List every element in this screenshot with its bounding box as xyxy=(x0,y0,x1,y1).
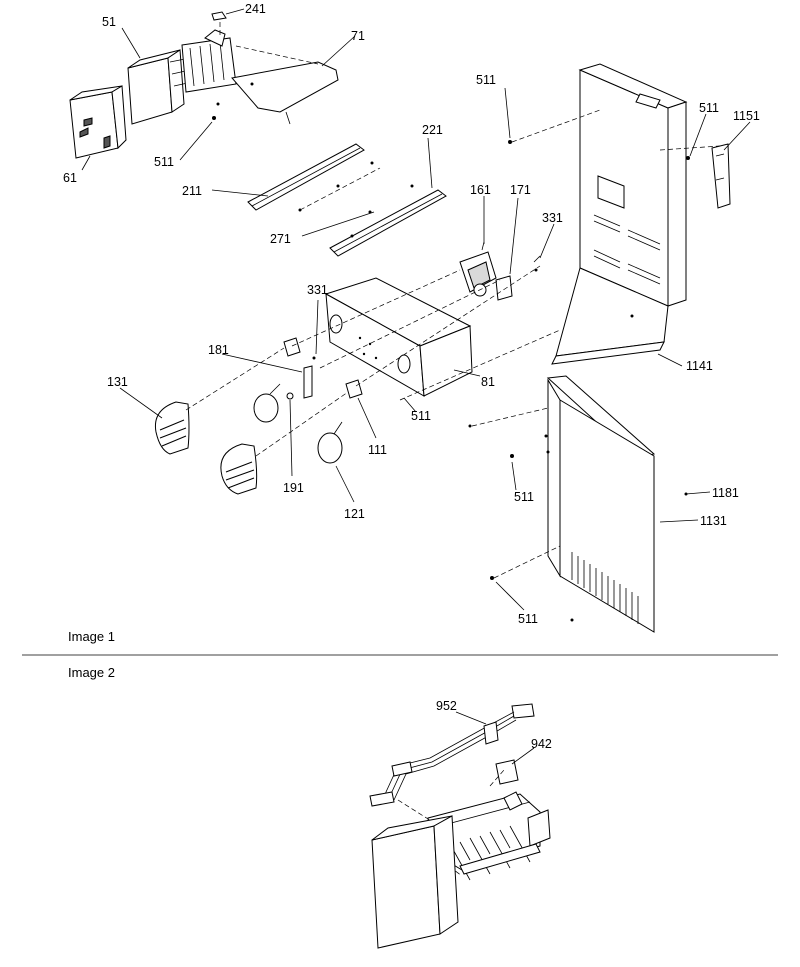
ice-maker-assembly xyxy=(127,22,237,125)
label-511: 511 xyxy=(514,490,534,504)
label-211: 211 xyxy=(182,184,202,198)
housing-81 xyxy=(324,277,473,397)
motor-161 xyxy=(459,241,497,297)
panel-1131 xyxy=(546,375,656,633)
label-1151: 1151 xyxy=(733,109,760,123)
leader-942 xyxy=(511,747,535,765)
label-121: 121 xyxy=(344,507,365,521)
label-61: 61 xyxy=(63,171,77,185)
label-161: 161 xyxy=(470,183,491,197)
label-1131: 1131 xyxy=(700,514,727,528)
label-81: 81 xyxy=(481,375,495,389)
light-cover-131 xyxy=(154,401,190,455)
label-511: 511 xyxy=(476,73,496,87)
screw-511 xyxy=(686,156,690,160)
label-51: 51 xyxy=(102,15,116,29)
connector-942 xyxy=(495,759,519,785)
screw-511 xyxy=(508,140,512,144)
wire-harness-952 xyxy=(369,703,535,807)
label-952: 952 xyxy=(436,699,457,713)
light-cover-right xyxy=(220,443,258,495)
screw-191 xyxy=(286,392,294,400)
caption-image-1: Image 1 xyxy=(68,629,115,644)
label-511: 511 xyxy=(699,101,719,115)
label-1141: 1141 xyxy=(686,359,713,373)
bulb-left xyxy=(253,383,281,423)
label-191: 191 xyxy=(283,481,304,495)
switch-171 xyxy=(495,275,513,301)
label-71: 71 xyxy=(351,29,365,43)
panel-1141 xyxy=(551,63,688,365)
leader-952 xyxy=(455,711,487,725)
caption-image-2: Image 2 xyxy=(68,665,115,680)
label-331: 331 xyxy=(307,283,328,297)
socket-111 xyxy=(345,379,363,399)
label-181: 181 xyxy=(208,343,229,357)
label-942: 942 xyxy=(531,737,552,751)
leader-lines xyxy=(81,8,751,611)
bulb-121 xyxy=(317,421,343,464)
ice-tray-71 xyxy=(231,61,339,113)
screw xyxy=(216,102,220,106)
label-1181: 1181 xyxy=(712,486,739,500)
front-cover-61 xyxy=(69,85,127,159)
label-511: 511 xyxy=(518,612,538,626)
label-221: 221 xyxy=(422,123,443,137)
bracket-1151 xyxy=(711,143,731,209)
clip-241 xyxy=(211,11,227,21)
screw-511 xyxy=(212,116,216,120)
screw xyxy=(250,82,254,86)
label-111: 111 xyxy=(368,443,387,457)
label-271: 271 xyxy=(270,232,291,246)
ice-maker-body xyxy=(427,791,551,881)
label-331: 331 xyxy=(542,211,563,225)
label-511: 511 xyxy=(411,409,431,423)
ice-maker-cover xyxy=(371,815,459,949)
socket-left xyxy=(283,337,301,357)
label-241: 241 xyxy=(245,2,266,16)
label-511: 511 xyxy=(154,155,174,169)
label-171: 171 xyxy=(510,183,531,197)
label-131: 131 xyxy=(107,375,128,389)
bracket-181 xyxy=(303,365,313,399)
